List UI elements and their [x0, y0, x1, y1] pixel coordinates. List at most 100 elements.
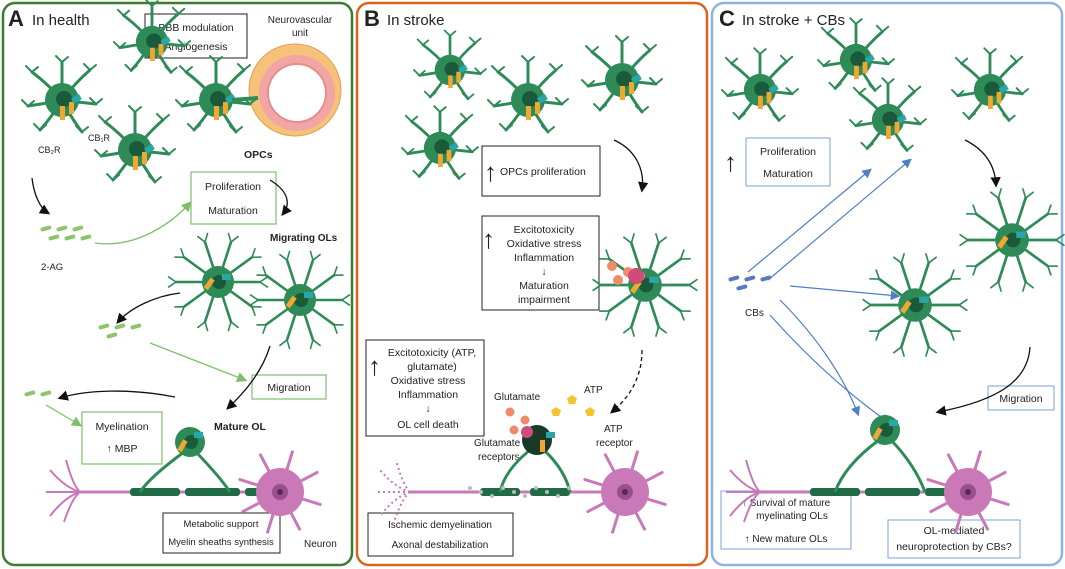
panel-a-letter: A	[8, 6, 24, 31]
glutamate-receptors-label-2: receptors	[478, 452, 520, 463]
opc-branch	[128, 105, 142, 113]
damage-marker-icon	[628, 268, 644, 284]
arrow-molecules-to-myelination	[45, 404, 83, 427]
ol-branch	[1022, 188, 1034, 199]
receptor-teal-icon	[998, 84, 1009, 94]
ol-branch	[655, 233, 667, 244]
ol-branch	[279, 339, 291, 350]
opc-branch	[900, 143, 914, 152]
myelin-debris-icon	[479, 490, 483, 494]
inflammatory-dot-icon	[607, 261, 617, 271]
receptor-teal-icon	[458, 64, 468, 74]
opc-branch	[413, 69, 426, 77]
blood-vessel	[248, 43, 342, 137]
opc-branch	[468, 36, 482, 44]
oxidative-stress-2-label: Oxidative stress	[391, 375, 466, 387]
cb2-receptor-icon	[214, 106, 219, 120]
cb1-receptor-icon	[996, 91, 1002, 104]
opc-branch	[849, 17, 863, 25]
receptor-orange-icon	[177, 439, 188, 453]
mature-ol-label: Mature OL	[214, 421, 267, 433]
opc-nucleus	[56, 91, 72, 107]
maturation-label-a: Maturation	[208, 205, 258, 217]
proliferation-box-a	[190, 171, 277, 225]
receptor-orange-icon	[872, 427, 883, 441]
molecule-icon	[24, 390, 36, 397]
opc-nucleus	[444, 61, 459, 77]
receptor-teal-icon	[649, 276, 659, 283]
opc-branch	[721, 89, 735, 97]
panel-c: C In stroke + CBs ↑ Proliferation Matura…	[710, 1, 1064, 567]
arrow-b-opc-to-ol	[613, 139, 649, 193]
myelin-sheath	[130, 488, 180, 496]
ol-branch	[251, 305, 262, 316]
ol-branch	[249, 294, 259, 306]
maturation-label-c: Maturation	[763, 168, 813, 180]
cb1-receptor-icon	[158, 43, 164, 56]
opc-branch	[779, 54, 794, 63]
opc-branch	[404, 114, 419, 123]
opc-cell-b3	[487, 55, 569, 134]
receptor-teal-icon	[864, 54, 875, 64]
glutamate-paren-label: glutamate)	[407, 361, 457, 373]
inflammation-label: Inflammation	[514, 252, 574, 264]
molecule-icon	[56, 225, 68, 232]
molecule-icon	[98, 323, 110, 330]
panel-c-title: In stroke + CBs	[742, 12, 845, 29]
opc-branch	[465, 145, 479, 153]
opc-branch	[113, 41, 127, 49]
opc-branch	[83, 63, 97, 71]
neuron-nucleolus	[277, 489, 283, 495]
opc-branch	[635, 105, 649, 113]
opc-branch	[55, 55, 69, 63]
damage-marker-icon	[521, 426, 533, 438]
ol-branch	[925, 253, 937, 264]
receptor-orange-icon	[203, 277, 215, 291]
cb1-receptor-icon	[456, 71, 461, 83]
opc-nucleus	[129, 141, 145, 157]
mature-ol-process	[889, 438, 927, 493]
mature-ol-process	[833, 438, 880, 493]
opc-branch	[732, 111, 746, 120]
cb2-receptor-icon	[886, 125, 891, 139]
molecule-icon	[728, 275, 740, 282]
excito-atp-label: Excitotoxicity (ATP,	[388, 347, 476, 359]
cb2-receptor-icon	[988, 95, 993, 109]
ol-branch	[893, 346, 905, 357]
cb2-receptor-icon	[438, 153, 443, 167]
opc-branch	[785, 87, 799, 95]
axon-terminal-branch	[743, 491, 761, 523]
receptor-teal-icon	[537, 93, 548, 104]
receptor-teal-icon	[448, 142, 459, 152]
receptor-orange-icon	[630, 280, 642, 294]
opc-branch	[474, 67, 487, 75]
receptor-teal-icon	[225, 93, 236, 104]
opc-branch	[954, 56, 969, 65]
opc-branch	[433, 105, 447, 113]
mature-ol-nucleus	[184, 435, 198, 449]
arrow-cbs-to-opc	[767, 158, 912, 281]
cb1-receptor-icon	[446, 149, 452, 162]
ol-branch	[688, 278, 698, 292]
axon-terminal-branch	[379, 469, 411, 493]
opc-nucleus	[210, 91, 226, 107]
opc-branch	[175, 99, 189, 107]
opcs-label: OPCs	[244, 149, 273, 161]
ol-branch	[256, 323, 267, 334]
opc-branch	[237, 63, 251, 71]
panel-b: B In stroke ↑ OPCs proliferation ↑ Excit…	[355, 1, 709, 567]
neuron-a	[46, 450, 322, 534]
ol-branch	[599, 310, 611, 321]
opc-branch	[164, 65, 178, 74]
atp-molecule-icon	[567, 395, 577, 404]
up-arrow-c: ↑	[724, 147, 737, 177]
myelin-debris-icon	[545, 490, 549, 494]
opc-branch	[849, 119, 863, 127]
cb1-receptor-icon	[862, 61, 868, 74]
glutamate-receptors-label-1: Glutamate	[474, 438, 521, 449]
myelin-debris-icon	[490, 494, 494, 498]
opc-cell-c1	[721, 47, 799, 122]
ol-branch	[167, 276, 177, 288]
migrating-ols-label: Migrating OLs	[270, 233, 338, 244]
cb2-receptor-icon	[133, 156, 138, 170]
